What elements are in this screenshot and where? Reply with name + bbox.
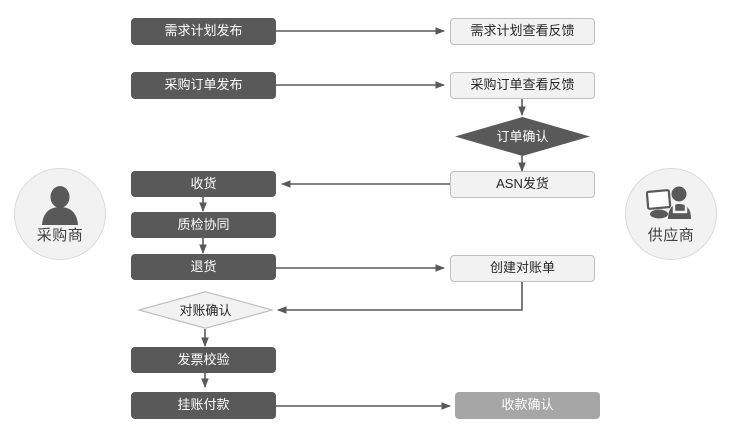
node-create-statement[interactable]: 创建对账单 xyxy=(450,255,595,282)
node-label: 订单确认 xyxy=(496,129,549,144)
role-badge-buyer: 采购商 xyxy=(14,168,106,260)
node-receive-goods[interactable]: 收货 xyxy=(131,171,276,197)
node-label: 收款确认 xyxy=(501,397,554,413)
node-label: ASN发货 xyxy=(496,176,549,192)
role-label-supplier: 供应商 xyxy=(647,227,695,244)
node-statement-confirm[interactable]: 对账确认 xyxy=(138,291,273,329)
node-receipt-confirm[interactable]: 收款确认 xyxy=(455,392,600,419)
node-demand-plan-review[interactable]: 需求计划查看反馈 xyxy=(450,18,595,45)
node-label: 发票校验 xyxy=(177,351,230,367)
node-label: 退货 xyxy=(190,258,217,274)
node-asn-ship[interactable]: ASN发货 xyxy=(450,171,595,198)
node-label: 采购订单发布 xyxy=(164,77,243,93)
node-demand-plan-publish[interactable]: 需求计划发布 xyxy=(131,18,276,45)
node-label: 挂账付款 xyxy=(177,397,230,413)
node-po-review[interactable]: 采购订单查看反馈 xyxy=(450,72,595,99)
node-quality-collaboration[interactable]: 质检协同 xyxy=(131,212,276,238)
role-badge-supplier: 供应商 xyxy=(625,168,717,260)
node-po-publish[interactable]: 采购订单发布 xyxy=(131,72,276,99)
node-label: 对账确认 xyxy=(179,302,232,318)
node-label: 创建对账单 xyxy=(489,260,555,276)
edge-create-statement-to-statement-confirm xyxy=(277,282,523,314)
node-label: 需求计划发布 xyxy=(164,23,243,39)
node-label: 质检协同 xyxy=(177,216,230,232)
person-at-computer-icon xyxy=(645,185,696,225)
node-label: 需求计划查看反馈 xyxy=(470,23,575,39)
role-label-buyer: 采购商 xyxy=(36,227,84,244)
node-return-goods[interactable]: 退货 xyxy=(131,254,276,280)
node-payment-posting[interactable]: 挂账付款 xyxy=(131,392,276,419)
node-order-confirm[interactable]: 订单确认 xyxy=(455,117,590,156)
person-icon xyxy=(39,185,81,225)
node-label: 采购订单查看反馈 xyxy=(470,77,575,93)
node-label: 收货 xyxy=(190,175,217,191)
node-invoice-verify[interactable]: 发票校验 xyxy=(131,347,276,373)
